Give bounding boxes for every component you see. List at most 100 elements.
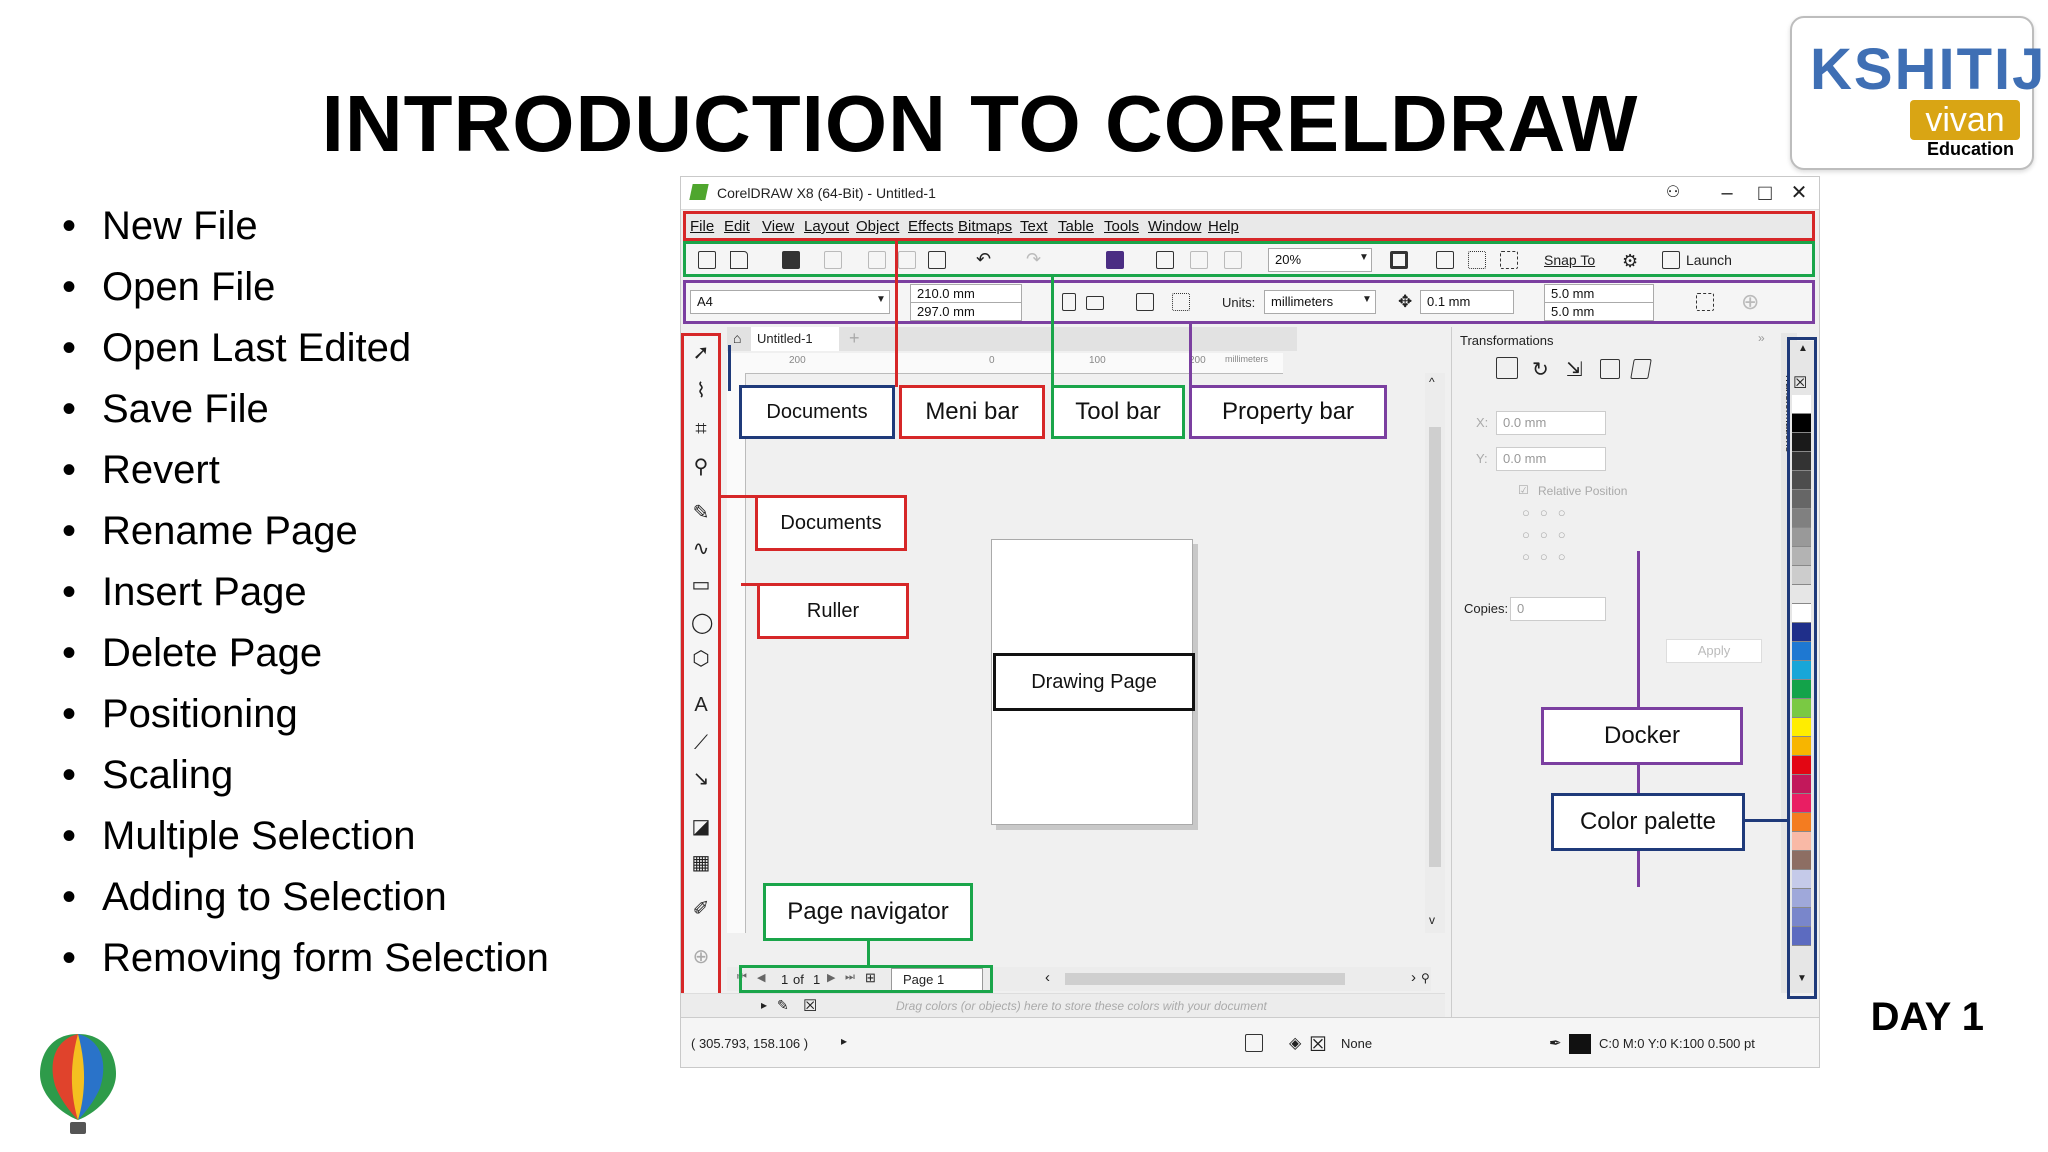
zoom-dropdown-icon[interactable]: ▼ (1359, 252, 1369, 263)
scroll-down-icon[interactable]: v (1429, 913, 1435, 927)
units-select[interactable]: millimeters (1264, 290, 1376, 314)
palette-swatch[interactable] (1792, 756, 1811, 775)
palette-swatch[interactable] (1792, 927, 1811, 946)
add-tool-icon[interactable]: ⊕ (692, 946, 710, 968)
menu-layout[interactable]: Layout (804, 218, 850, 235)
artistic-media-tool-icon[interactable]: ∿ (692, 538, 710, 560)
x-position-field[interactable]: 0.0 mm (1496, 411, 1606, 435)
new-tab-plus-icon[interactable]: + (849, 328, 860, 348)
palette-swatch[interactable] (1792, 889, 1811, 908)
home-icon[interactable]: ⌂ (733, 330, 742, 346)
drop-shadow-tool-icon[interactable]: ◪ (691, 816, 711, 838)
scroll-up-icon[interactable]: ^ (1429, 375, 1435, 389)
palette-swatch[interactable] (1792, 642, 1811, 661)
pick-tool-icon[interactable]: ➚ (692, 342, 710, 364)
ellipse-tool-icon[interactable]: ◯ (691, 612, 714, 634)
vertical-scrollbar[interactable]: ^ v (1425, 373, 1445, 933)
page-width-field[interactable]: 210.0 mm (910, 284, 1022, 303)
cut-icon[interactable] (868, 251, 886, 269)
all-pages-icon[interactable] (1136, 293, 1154, 311)
y-position-field[interactable]: 0.0 mm (1496, 447, 1606, 471)
import-icon[interactable] (1156, 251, 1174, 269)
page-size-select[interactable]: A4 (690, 290, 890, 314)
scroll-left-icon[interactable]: ‹ (1045, 969, 1050, 986)
dimension-tool-icon[interactable]: ⟋ (694, 732, 708, 754)
palette-swatch[interactable] (1792, 452, 1811, 471)
transparency-tool-icon[interactable]: ▦ (691, 852, 711, 874)
rotate-transform-icon[interactable]: ↻ (1532, 359, 1549, 381)
treat-as-filled-icon[interactable] (1696, 293, 1714, 311)
zoom-tool-icon[interactable]: ⚲ (693, 456, 709, 478)
palette-swatch[interactable] (1792, 490, 1811, 509)
palette-swatch[interactable] (1792, 699, 1811, 718)
portrait-icon[interactable] (1062, 293, 1076, 311)
current-page-icon[interactable] (1172, 293, 1190, 311)
show-grid-icon[interactable] (1468, 251, 1486, 269)
close-button[interactable]: ✕ (1790, 182, 1808, 204)
page-tab[interactable] (891, 968, 983, 992)
options-gear-icon[interactable]: ⚙ (1622, 251, 1639, 271)
anchor-grid-row[interactable]: ○○○ (1522, 505, 1576, 520)
anchor-grid-row[interactable]: ○○○ (1522, 549, 1576, 564)
palette-swatch[interactable] (1792, 908, 1811, 927)
text-tool-icon[interactable]: A (694, 694, 708, 716)
menu-effects[interactable]: Effects (908, 218, 954, 235)
palette-swatch[interactable] (1792, 604, 1811, 623)
menu-tools[interactable]: Tools (1104, 218, 1140, 235)
palette-swatch[interactable] (1792, 680, 1811, 699)
size-transform-icon[interactable] (1600, 359, 1620, 379)
menu-edit[interactable]: Edit (724, 218, 750, 235)
freehand-tool-icon[interactable]: ✎ (692, 502, 710, 524)
duplicate-distance-y-field[interactable]: 5.0 mm (1544, 302, 1654, 321)
palette-swatch[interactable] (1792, 775, 1811, 794)
palette-swatch[interactable] (1792, 870, 1811, 889)
palette-swatch[interactable] (1792, 566, 1811, 585)
last-page-icon[interactable]: ⏭ (845, 971, 855, 983)
palette-scroll-up-icon[interactable]: ▲ (1798, 343, 1808, 354)
vertical-scroll-thumb[interactable] (1429, 427, 1441, 867)
export-icon[interactable] (1190, 251, 1208, 269)
horizontal-scroll-thumb[interactable] (1065, 973, 1345, 985)
add-page-icon[interactable]: ⊞ (865, 970, 876, 985)
anchor-grid-row[interactable]: ○○○ (1522, 527, 1576, 542)
account-icon[interactable]: ⚇ (1665, 184, 1681, 201)
palette-swatch[interactable] (1792, 832, 1811, 851)
undo-icon[interactable]: ↶ (976, 249, 992, 269)
zoom-nav-icon[interactable]: ⚲ (1421, 971, 1430, 985)
next-page-icon[interactable]: ▶ (827, 972, 836, 984)
menu-help[interactable]: Help (1208, 218, 1239, 235)
show-guidelines-icon[interactable] (1500, 251, 1518, 269)
show-rulers-icon[interactable] (1436, 251, 1454, 269)
palette-scroll-down-icon[interactable]: ▼ (1797, 973, 1807, 984)
maximize-button[interactable]: □ (1758, 180, 1772, 205)
polygon-tool-icon[interactable]: ⬡ (692, 648, 710, 670)
palette-swatch[interactable] (1792, 661, 1811, 680)
vertical-ruler[interactable] (727, 373, 746, 933)
palette-swatch[interactable] (1792, 737, 1811, 756)
full-screen-icon[interactable] (1390, 251, 1408, 269)
paste-icon[interactable] (928, 251, 946, 269)
palette-swatch[interactable] (1792, 851, 1811, 870)
scroll-right-icon[interactable]: › (1411, 969, 1416, 986)
palette-swatch[interactable] (1792, 414, 1811, 433)
eyedropper-tool-icon[interactable]: ✐ (692, 898, 710, 920)
menu-bitmaps[interactable]: Bitmaps (958, 218, 1013, 235)
horizontal-ruler[interactable]: 200 0 100 200 millimeters (727, 353, 1283, 374)
publish-pdf-icon[interactable] (1224, 251, 1242, 269)
snap-to-dropdown[interactable]: Snap To (1544, 252, 1596, 268)
open-icon[interactable] (730, 251, 748, 269)
palette-swatch[interactable] (1792, 471, 1811, 490)
scale-transform-icon[interactable]: ⇲ (1566, 359, 1583, 381)
no-color-icon[interactable]: ☒ (803, 998, 818, 1015)
copies-field[interactable]: 0 (1510, 597, 1606, 621)
page-height-field[interactable]: 297.0 mm (910, 302, 1022, 321)
palette-swatch[interactable] (1792, 509, 1811, 528)
palette-no-color-icon[interactable]: ☒ (1793, 375, 1808, 392)
menu-view[interactable]: View (762, 218, 795, 235)
duplicate-distance-x-field[interactable]: 5.0 mm (1544, 284, 1654, 303)
relative-position-checkbox[interactable]: ☑ (1518, 483, 1529, 497)
page-size-dropdown-icon[interactable]: ▼ (876, 294, 886, 305)
palette-swatch[interactable] (1792, 528, 1811, 547)
palette-swatch[interactable] (1792, 794, 1811, 813)
color-proof-icon[interactable] (1245, 1034, 1263, 1052)
